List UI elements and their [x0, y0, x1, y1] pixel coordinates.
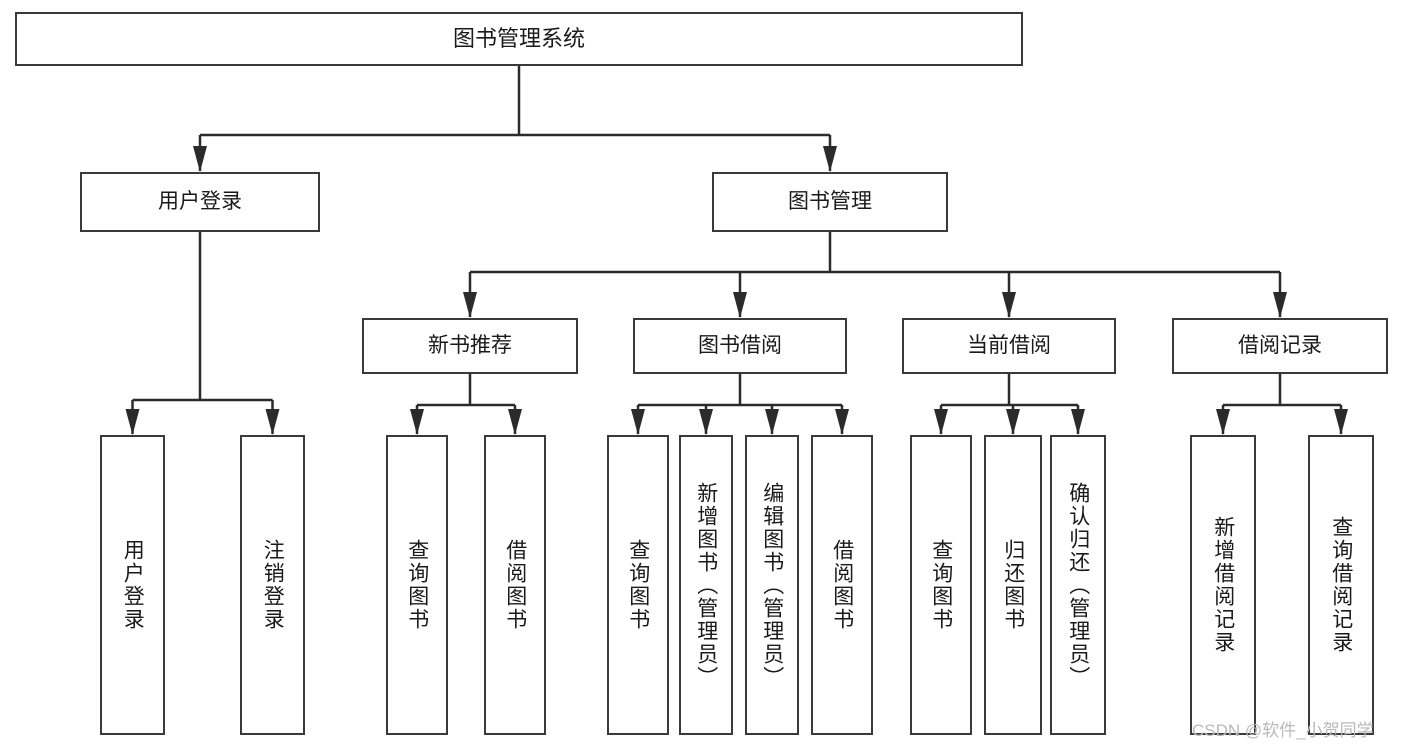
node-leaf-query-record[interactable]: 查询借阅记录: [1308, 435, 1374, 735]
node-current-borrow[interactable]: 当前借阅: [902, 318, 1116, 374]
node-label-root: 图书管理系统: [452, 25, 585, 51]
arrow-head-leaf-user-login: [125, 409, 140, 435]
node-label-book-borrow: 图书借阅: [698, 334, 782, 358]
node-label-leaf-borrow-book-1: 借阅图书: [503, 539, 527, 631]
node-label-user-login: 用户登录: [158, 190, 242, 214]
arrow-head-leaf-query-book-1: [410, 409, 424, 435]
node-leaf-user-login[interactable]: 用户登录: [100, 435, 165, 735]
node-leaf-add-record[interactable]: 新增借阅记录: [1190, 435, 1256, 735]
arrow-head-leaf-edit-book: [765, 409, 779, 435]
node-label-leaf-return-book: 归还图书: [1001, 539, 1025, 631]
node-label-leaf-user-login: 用户登录: [121, 539, 145, 631]
arrow-head-user-login: [193, 146, 207, 172]
node-label-leaf-query-book-1: 查询图书: [405, 539, 429, 631]
arrow-head-leaf-add-book: [699, 409, 713, 435]
node-borrow-record[interactable]: 借阅记录: [1172, 318, 1388, 374]
node-label-current-borrow: 当前借阅: [967, 334, 1051, 358]
node-book-manage[interactable]: 图书管理: [712, 172, 948, 232]
arrow-head-leaf-query-book-2: [631, 409, 645, 435]
node-label-leaf-query-book-2: 查询图书: [626, 539, 650, 631]
node-leaf-edit-book[interactable]: 编辑图书（管理员）: [745, 435, 799, 735]
arrow-head-new-book-rec: [463, 292, 477, 318]
node-user-login[interactable]: 用户登录: [80, 172, 320, 232]
node-leaf-query-book-3[interactable]: 查询图书: [910, 435, 972, 735]
node-label-leaf-add-book: 新增图书（管理员）: [694, 481, 718, 689]
node-leaf-query-book-2[interactable]: 查询图书: [607, 435, 669, 735]
node-label-leaf-query-record: 查询借阅记录: [1329, 516, 1353, 654]
connector-lines: [125, 66, 1348, 435]
arrow-head-leaf-logout: [265, 409, 280, 435]
arrow-head-book-borrow: [733, 292, 747, 318]
node-leaf-return-book[interactable]: 归还图书: [984, 435, 1042, 735]
node-label-leaf-logout: 注销登录: [261, 539, 285, 631]
arrow-head-leaf-borrow-book-2: [835, 409, 849, 435]
node-root[interactable]: 图书管理系统: [15, 12, 1023, 66]
node-label-book-manage: 图书管理: [788, 190, 872, 214]
node-label-new-book-rec: 新书推荐: [428, 334, 512, 358]
node-label-borrow-record: 借阅记录: [1238, 334, 1322, 358]
node-book-borrow[interactable]: 图书借阅: [633, 318, 847, 374]
node-new-book-rec[interactable]: 新书推荐: [362, 318, 578, 374]
arrow-head-current-borrow: [1002, 292, 1016, 318]
arrow-head-leaf-query-record: [1334, 409, 1348, 435]
node-label-leaf-borrow-book-2: 借阅图书: [830, 539, 854, 631]
arrow-head-borrow-record: [1273, 292, 1287, 318]
node-leaf-borrow-book-2[interactable]: 借阅图书: [811, 435, 873, 735]
node-leaf-borrow-book-1[interactable]: 借阅图书: [484, 435, 546, 735]
node-leaf-query-book-1[interactable]: 查询图书: [386, 435, 448, 735]
arrow-head-leaf-return-book: [1006, 409, 1020, 435]
node-leaf-add-book[interactable]: 新增图书（管理员）: [679, 435, 733, 735]
arrow-head-leaf-confirm-return: [1071, 409, 1085, 435]
node-leaf-logout[interactable]: 注销登录: [240, 435, 305, 735]
arrow-head-book-manage: [823, 146, 837, 172]
node-label-leaf-query-book-3: 查询图书: [929, 539, 953, 631]
arrow-head-leaf-add-record: [1216, 409, 1230, 435]
node-leaf-confirm-return[interactable]: 确认归还（管理员）: [1050, 435, 1106, 735]
node-label-leaf-edit-book: 编辑图书（管理员）: [760, 481, 784, 689]
arrow-head-leaf-query-book-3: [934, 409, 948, 435]
arrow-head-leaf-borrow-book-1: [508, 409, 522, 435]
node-label-leaf-add-record: 新增借阅记录: [1211, 516, 1235, 654]
node-label-leaf-confirm-return: 确认归还（管理员）: [1066, 481, 1090, 689]
